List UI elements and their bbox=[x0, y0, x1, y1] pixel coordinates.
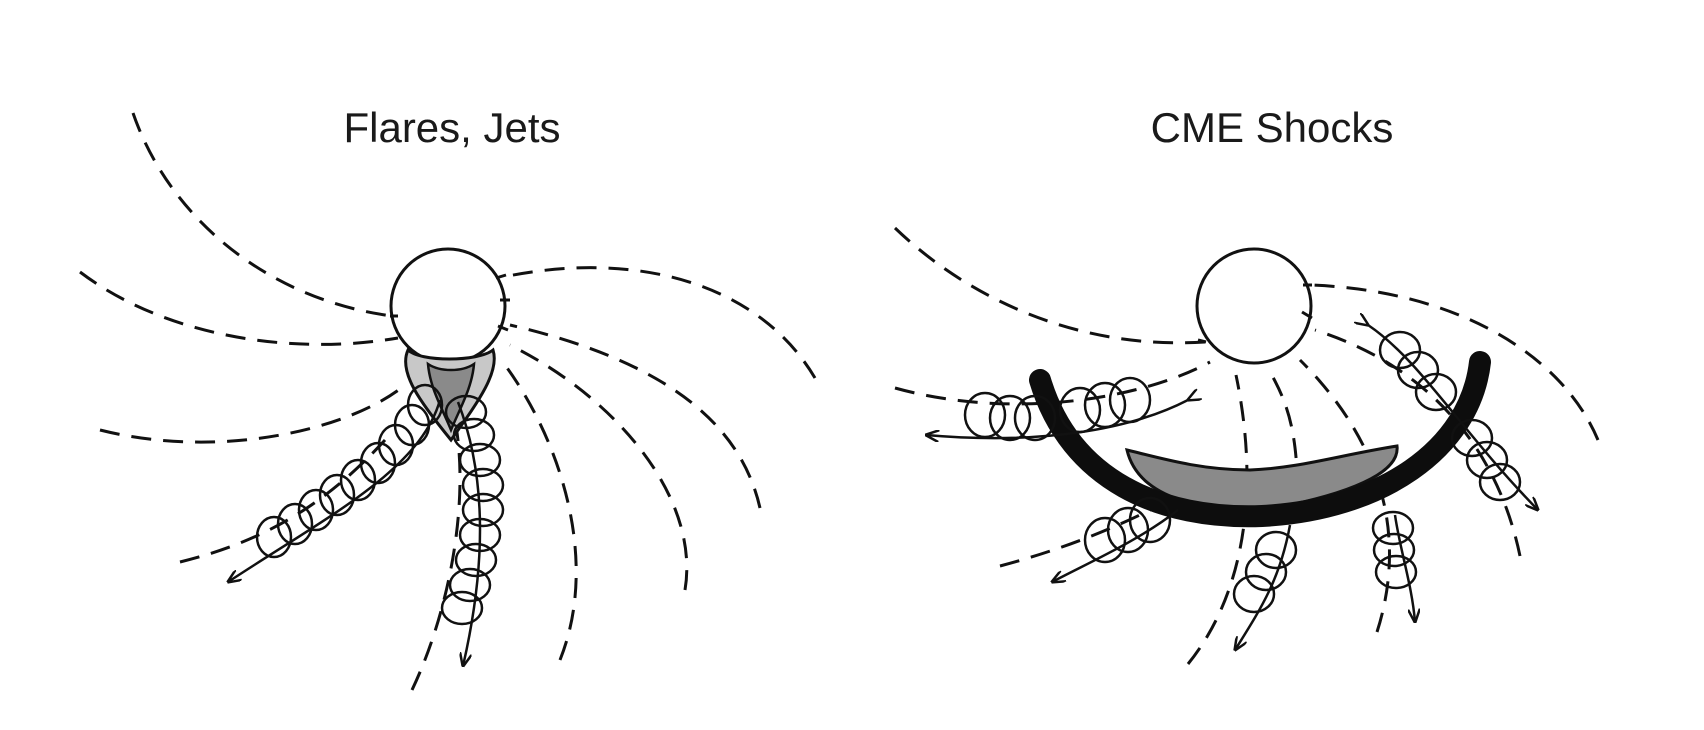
helix-gyration-icon bbox=[452, 417, 496, 453]
helix-gyration-icon bbox=[1083, 381, 1127, 429]
helix-gyration-icon bbox=[255, 515, 293, 559]
helix-gyration-icon bbox=[454, 542, 498, 578]
flare-dark-region bbox=[426, 361, 476, 434]
field-line bbox=[893, 226, 1206, 345]
helix-gyration-icon bbox=[1232, 574, 1276, 614]
helix-gyration-icon bbox=[1450, 418, 1494, 458]
field-tick bbox=[1301, 310, 1313, 320]
helix-gyration-icon bbox=[444, 394, 488, 430]
helix-gyration-icon bbox=[440, 590, 484, 626]
helix-gyration-icon bbox=[339, 458, 377, 502]
helix-gyration-icon bbox=[1378, 330, 1422, 370]
helix-gyration-icon bbox=[458, 517, 502, 553]
helix-gyration-icon bbox=[458, 442, 502, 478]
helix-gyration-icon bbox=[1128, 496, 1172, 544]
particle-stream-lower-left bbox=[1052, 496, 1179, 582]
field-line bbox=[99, 383, 406, 444]
panel-flares-jets bbox=[79, 112, 817, 691]
field-line bbox=[1309, 283, 1600, 441]
helix-gyration-icon bbox=[1371, 510, 1415, 546]
particle-stream-upper-left bbox=[926, 376, 1188, 442]
particle-stream-upper-right bbox=[1368, 325, 1538, 510]
helix-gyration-icon bbox=[448, 567, 492, 603]
helix-gyration-icon bbox=[1374, 554, 1418, 590]
field-line bbox=[509, 323, 762, 509]
field-line bbox=[79, 270, 399, 346]
panel-cme-shocks bbox=[893, 226, 1600, 665]
helix-gyration-icon bbox=[359, 441, 397, 485]
helix-gyration-icon bbox=[1414, 372, 1458, 412]
stream-axis bbox=[228, 399, 442, 582]
field-tick bbox=[497, 324, 509, 332]
stream-axis bbox=[1368, 325, 1538, 510]
helix-gyration-icon bbox=[1465, 440, 1509, 480]
particle-stream-center bbox=[440, 394, 505, 666]
stream-axis bbox=[1235, 524, 1292, 650]
helix-gyration-icon bbox=[963, 391, 1007, 439]
helix-gyration-icon bbox=[1478, 462, 1522, 502]
helix-gyration-icon bbox=[1244, 552, 1288, 592]
field-line bbox=[410, 419, 462, 691]
sun-right-group bbox=[1195, 247, 1313, 365]
field-line bbox=[1186, 374, 1249, 665]
helix-gyration-icon bbox=[461, 467, 505, 503]
panel-title-flares-jets: Flares, Jets bbox=[343, 104, 561, 151]
field-tick bbox=[495, 273, 507, 280]
helix-gyration-icon bbox=[1013, 394, 1057, 442]
flare-region bbox=[404, 347, 496, 443]
particle-stream-lower-center bbox=[1232, 524, 1298, 650]
field-lines-left bbox=[79, 112, 817, 691]
field-line bbox=[507, 266, 817, 379]
helix-gyration-icon bbox=[1106, 506, 1150, 554]
field-line bbox=[509, 343, 689, 591]
helix-gyration-icon bbox=[276, 502, 314, 546]
helix-gyration-icon bbox=[1058, 386, 1102, 434]
particle-stream-left bbox=[228, 383, 444, 582]
stream-axis bbox=[1052, 509, 1179, 582]
sun-circle-icon bbox=[1195, 247, 1313, 365]
field-tick bbox=[1197, 338, 1207, 344]
field-line bbox=[179, 438, 387, 564]
stream-axis bbox=[1393, 514, 1415, 622]
sun-left-group bbox=[389, 247, 510, 365]
panel-title-cme-shocks: CME Shocks bbox=[1150, 104, 1394, 151]
field-line bbox=[503, 364, 578, 661]
field-line bbox=[131, 112, 393, 318]
helix-gyration-icon bbox=[318, 473, 356, 517]
stream-axis bbox=[456, 401, 482, 666]
helix-gyration-icon bbox=[1083, 516, 1127, 564]
helix-gyration-icon bbox=[1254, 530, 1298, 570]
particle-stream-lower-right bbox=[1371, 510, 1418, 622]
helix-gyration-icon bbox=[1396, 350, 1440, 390]
helix-gyration-icon bbox=[988, 394, 1032, 442]
helix-gyration-icon bbox=[1108, 376, 1152, 424]
helix-gyration-icon bbox=[1372, 532, 1416, 568]
helix-gyration-icon bbox=[461, 492, 505, 528]
sun-circle-icon bbox=[389, 247, 507, 365]
helix-gyration-icon bbox=[297, 488, 335, 532]
